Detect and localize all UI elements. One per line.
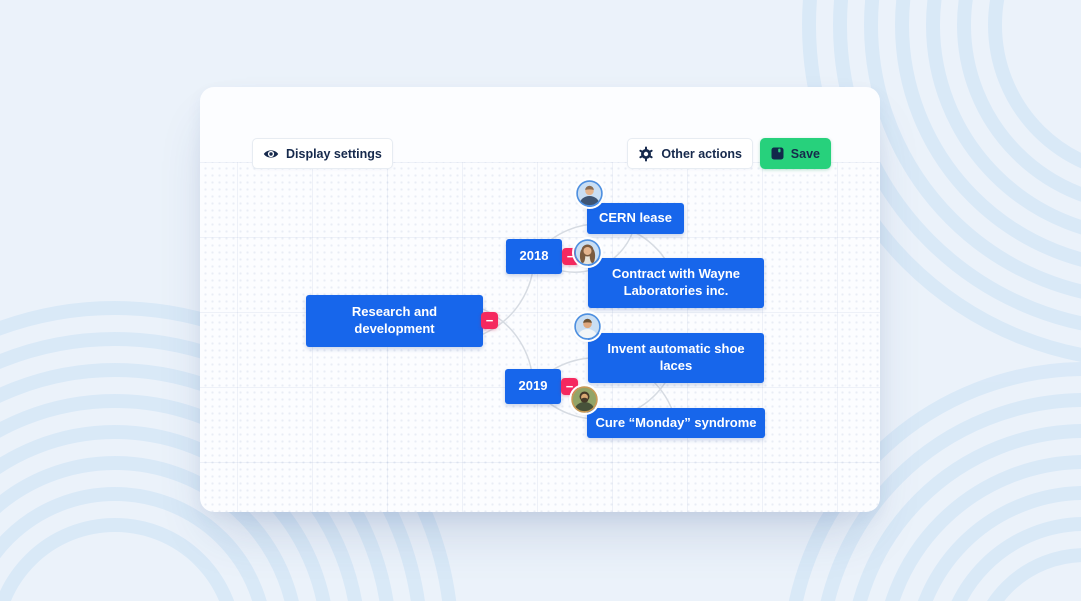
- minus-icon: −: [485, 313, 494, 328]
- avatar-invent-automatic-shoe-laces: [574, 313, 601, 340]
- node-label: Research and development: [351, 304, 438, 336]
- eye-icon: [263, 149, 279, 158]
- other-actions-button[interactable]: Other actions: [627, 138, 753, 169]
- node-label: CERN lease: [599, 210, 672, 226]
- node-contract-wayne-laboratories[interactable]: Contract with Wayne Laboratories inc.: [588, 258, 764, 308]
- avatar-cern-lease: [576, 180, 603, 207]
- node-label: 2019: [518, 378, 548, 394]
- collapse-button-root[interactable]: −: [481, 312, 498, 329]
- node-invent-automatic-shoe-laces[interactable]: Invent automatic shoe laces: [588, 333, 764, 383]
- gear-icon: [639, 146, 654, 161]
- mindmap-card: Display settings Other actions Save: [200, 87, 880, 512]
- node-label: Cure “Monday” syndrome: [595, 414, 757, 430]
- node-label: Invent automatic shoe laces: [607, 341, 745, 373]
- node-research-and-development[interactable]: Research and development: [306, 295, 483, 347]
- display-settings-button[interactable]: Display settings: [252, 138, 393, 169]
- save-label: Save: [790, 146, 820, 161]
- man-white-shirt-avatar-icon: [574, 313, 601, 340]
- node-cern-lease[interactable]: CERN lease: [587, 203, 684, 234]
- mindmap-canvas[interactable]: [200, 162, 880, 512]
- node-2018[interactable]: 2018: [506, 239, 562, 274]
- node-label: 2018: [519, 248, 549, 264]
- avatar-cure-monday-syndrome: [571, 386, 598, 413]
- floppy-disk-icon: [771, 147, 784, 160]
- man-beard-avatar-icon: [571, 386, 598, 413]
- man-short-hair-avatar-icon: [576, 180, 603, 207]
- save-button[interactable]: Save: [759, 138, 831, 169]
- display-settings-label: Display settings: [286, 146, 382, 161]
- node-cure-monday-syndrome[interactable]: Cure “Monday” syndrome: [587, 408, 765, 438]
- other-actions-label: Other actions: [661, 146, 742, 161]
- node-label: Contract with Wayne Laboratories inc.: [611, 266, 741, 298]
- woman-long-hair-avatar-icon: [574, 239, 601, 266]
- node-2019[interactable]: 2019: [505, 369, 561, 404]
- avatar-contract-wayne-laboratories: [574, 239, 601, 266]
